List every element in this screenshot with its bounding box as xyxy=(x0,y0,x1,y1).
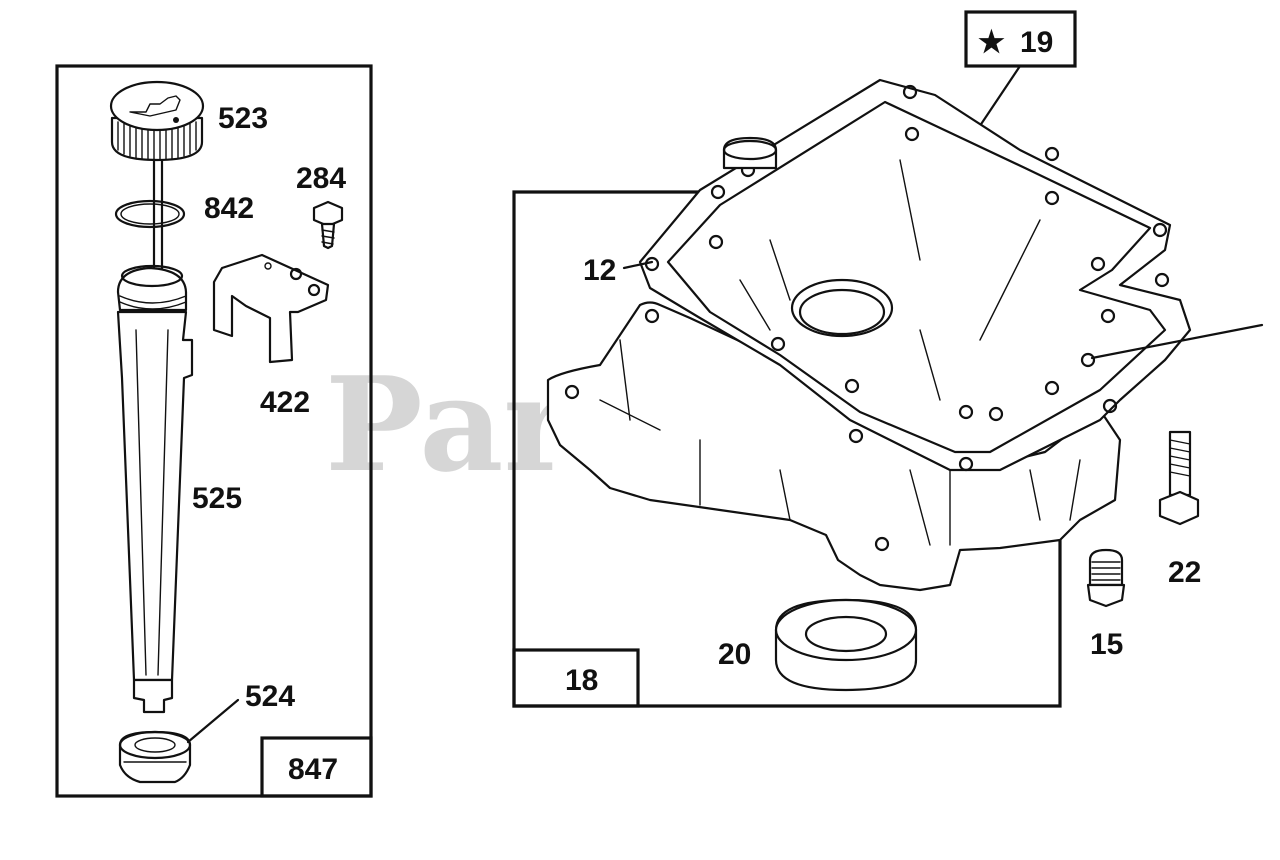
left-panel-frame xyxy=(55,64,373,798)
dipstick-cap-drawing xyxy=(109,80,205,162)
part-label-422: 422 xyxy=(260,386,310,419)
drain-plug-drawing xyxy=(1086,548,1126,608)
left-panel-dipstick-assembly: 847 xyxy=(55,64,373,798)
part-label-15: 15 xyxy=(1090,628,1123,661)
part-label-19: 19 xyxy=(1020,26,1053,59)
screw-drawing xyxy=(312,200,344,250)
dipstick-tube-drawing xyxy=(116,264,194,714)
sump-body-drawing xyxy=(546,78,1264,592)
part-label-22: 22 xyxy=(1168,556,1201,589)
part-label-525: 525 xyxy=(192,482,242,515)
part-label-524: 524 xyxy=(245,680,295,713)
right-panel-number-box: 18 xyxy=(512,648,640,708)
part-label-12: 12 xyxy=(583,254,616,287)
bracket-drawing xyxy=(212,253,330,364)
right-box-number: 18 xyxy=(565,664,598,697)
right-panel-sump-assembly: 18 ★ 19 xyxy=(512,10,1264,708)
o-ring-drawing xyxy=(114,199,186,229)
grommet-drawing xyxy=(118,698,240,784)
sump-bolt-drawing xyxy=(1158,430,1200,526)
oil-seal-drawing xyxy=(774,598,918,692)
left-panel-number-box: 847 xyxy=(260,736,373,798)
left-box-number: 847 xyxy=(288,753,338,786)
gasket-star-icon: ★ xyxy=(978,26,1005,59)
part-label-523: 523 xyxy=(218,102,268,135)
part-label-842: 842 xyxy=(204,192,254,225)
part-label-284: 284 xyxy=(296,162,346,195)
part-label-20: 20 xyxy=(718,638,751,671)
